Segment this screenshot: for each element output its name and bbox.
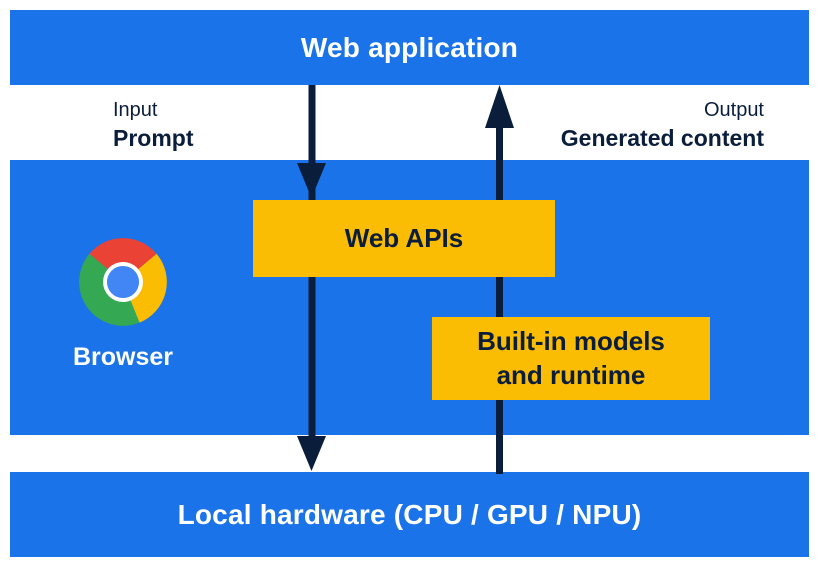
output-label-group: Output Generated content [561, 99, 764, 152]
local-hardware-bar: Local hardware (CPU / GPU / NPU) [10, 472, 809, 557]
chrome-browser-icon [79, 238, 167, 326]
built-in-models-box: Built-in models and runtime [432, 317, 710, 400]
output-generated-content-label: Generated content [560, 124, 764, 151]
built-in-models-label-line1: Built-in models [477, 326, 665, 357]
web-application-label: Web application [300, 31, 519, 63]
built-in-models-label-line2: and runtime [496, 359, 646, 390]
web-application-bar: Web application [10, 10, 809, 85]
input-caption: Input [113, 99, 158, 121]
browser-label: Browser [72, 343, 174, 371]
input-prompt-label: Prompt [113, 124, 194, 151]
browser-logo-block: Browser [53, 235, 193, 372]
output-caption: Output [703, 99, 764, 121]
input-label-group: Input Prompt [113, 99, 194, 152]
web-apis-box: Web APIs [253, 200, 555, 277]
web-apis-label: Web APIs [344, 222, 464, 253]
local-hardware-label: Local hardware (CPU / GPU / NPU) [177, 498, 642, 530]
